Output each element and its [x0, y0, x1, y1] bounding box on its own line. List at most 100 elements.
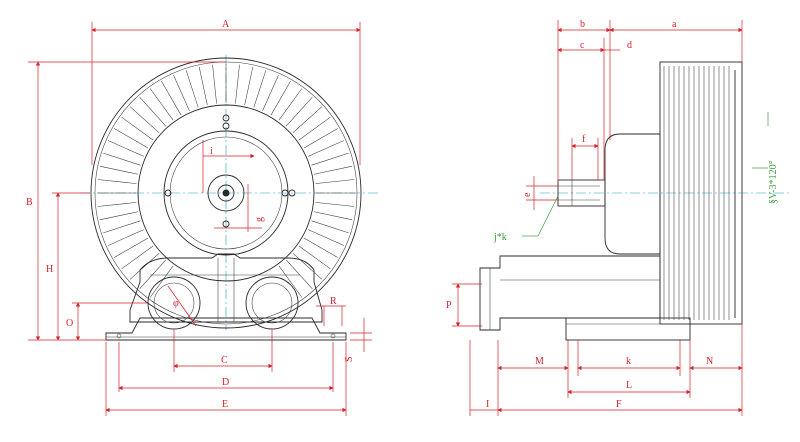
dim-R-label: R	[330, 296, 337, 307]
outlet-port-outer	[245, 276, 299, 330]
cooling-fin	[121, 116, 154, 141]
dim-B-label: B	[26, 197, 33, 208]
housing-outer-circle	[90, 57, 362, 329]
dim-f-label: f	[582, 134, 586, 145]
cooling-fin	[103, 152, 141, 166]
dim-k-label: k	[626, 356, 631, 367]
dim-g-label: g	[254, 217, 265, 222]
cooling-fin	[278, 88, 303, 121]
cooling-fin	[253, 70, 267, 108]
base-foot	[105, 317, 347, 341]
hub-circle	[207, 174, 245, 212]
shaft-center	[222, 189, 230, 197]
bolt-hole-bottom	[222, 220, 230, 228]
cooling-fin	[139, 259, 166, 290]
cooling-fin	[313, 211, 353, 221]
cooling-fin	[286, 96, 313, 127]
dim-E-label: E	[222, 399, 228, 410]
front-view: A B H O i g φ R C	[26, 19, 380, 416]
cooling-fin	[292, 253, 323, 280]
cooling-fin	[315, 202, 355, 207]
cooling-fin	[292, 106, 323, 133]
cooling-fin	[103, 220, 141, 234]
dim-F-label: F	[616, 399, 622, 410]
key-callout-leader	[537, 195, 559, 237]
fin-inner-circle	[137, 104, 315, 282]
cooling-fin	[97, 202, 137, 207]
cooling-fin	[262, 75, 279, 111]
cooling-fin	[308, 229, 344, 246]
port-body	[129, 253, 323, 323]
motor-body	[604, 133, 661, 255]
side-view: a b c d f e j*k §V-3*120° P	[446, 19, 790, 416]
dim-L-label: L	[626, 380, 632, 391]
cooling-fin	[108, 229, 144, 246]
cooling-fin	[298, 245, 331, 270]
bolt-hole-right-outer	[288, 189, 296, 197]
cooling-fin	[114, 128, 149, 149]
cooling-fin	[303, 237, 338, 258]
inlet-port-inner	[153, 282, 195, 324]
cooling-fin	[298, 116, 331, 141]
cooling-fin	[308, 140, 344, 157]
cooling-fin	[149, 88, 174, 121]
dim-P-label: P	[446, 300, 452, 311]
cooling-fin	[311, 152, 349, 166]
foot-hole-right	[330, 333, 336, 339]
dim-S-label: S	[344, 356, 355, 362]
cooling-fin	[99, 165, 139, 175]
cooling-fin	[311, 220, 349, 234]
cooling-fins	[97, 64, 355, 298]
key-callout-label: j*k	[493, 232, 507, 243]
dim-a-label: a	[672, 19, 677, 30]
dim-N-label: N	[706, 356, 713, 367]
cooling-fin	[244, 66, 254, 106]
cooling-fin	[121, 245, 154, 270]
cooling-fin	[212, 64, 217, 104]
bolt-hole-top-outer	[222, 114, 230, 122]
dim-phi-label: φ	[173, 298, 179, 309]
cooling-fin	[114, 237, 149, 258]
cooling-fin	[278, 265, 303, 298]
shaft-circle	[217, 184, 235, 202]
cooling-fin	[173, 75, 190, 111]
side-base	[565, 317, 691, 341]
cooling-fin	[313, 165, 353, 175]
cooling-fin	[270, 81, 291, 116]
cooling-fin	[129, 106, 160, 133]
side-port-body	[479, 255, 661, 331]
cooling-fin	[185, 70, 199, 108]
bolt-hole-top	[222, 122, 230, 130]
dim-I-label: I	[486, 399, 489, 410]
foot-hole-left	[116, 333, 122, 339]
shaft	[557, 179, 606, 207]
dim-d-label: d	[627, 40, 632, 51]
cooling-fin	[235, 64, 240, 104]
dim-b-label: b	[580, 19, 585, 30]
dim-phi-leader	[167, 285, 197, 327]
bolt-hole-left	[164, 189, 172, 197]
side-cooling-fins	[663, 66, 730, 320]
cooling-fin	[303, 128, 338, 149]
cooling-fin	[139, 96, 166, 127]
cooling-fin	[108, 140, 144, 157]
dim-i-label: i	[210, 146, 213, 157]
cooling-fin	[99, 211, 139, 221]
cooling-fin	[198, 66, 208, 106]
dim-M-label: M	[535, 356, 544, 367]
dim-e-label: e	[522, 192, 533, 197]
cooling-fin	[286, 259, 313, 290]
cooling-fin	[129, 253, 160, 280]
outlet-port-inner	[251, 282, 293, 324]
dim-c-label: c	[580, 40, 585, 51]
dim-H-label: H	[46, 264, 53, 275]
bolt-hole-right	[281, 189, 289, 197]
dim-O-label: O	[66, 318, 73, 329]
cooling-fin	[149, 265, 174, 298]
dim-A-label: A	[222, 19, 230, 30]
cooling-fin	[97, 179, 137, 184]
cooling-fin	[161, 81, 182, 116]
holes-callout-label: §V-3*120°	[768, 160, 779, 204]
